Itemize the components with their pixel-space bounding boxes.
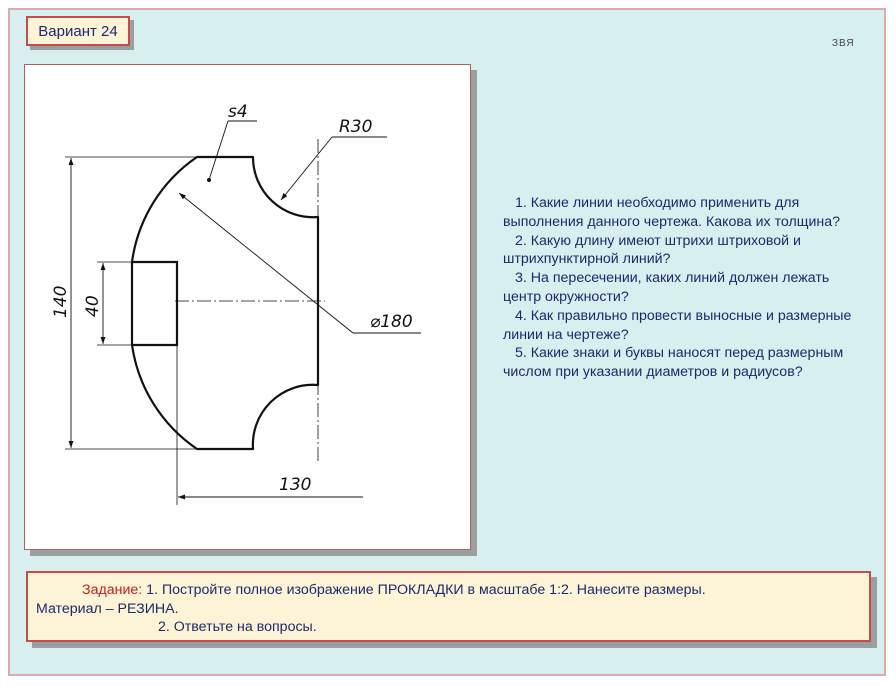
gasket-drawing: s4 R30 ⌀180 130 140 40 [51,102,421,505]
drawing-panel: s4 R30 ⌀180 130 140 40 [24,64,471,550]
task-box: Задание: 1. Постройте полное изображение… [26,571,871,642]
thickness-leader-dot [207,178,211,182]
question-item: 3. На пересечении, каких линий должен ле… [503,270,830,305]
variant-label: Вариант 24 [38,22,118,40]
thickness-label: s4 [228,102,248,122]
thickness-leader [208,120,229,181]
question-item: 4. Как правильно провести выносные и раз… [503,307,852,343]
question-item: 5. Какие знаки и буквы наносят перед раз… [503,345,844,381]
gasket-slot [132,260,179,347]
slot-label: 40 [83,295,103,317]
height-label: 140 [51,286,71,318]
task-line-1: Задание: 1. Постройте полное изображение… [36,581,861,600]
gasket-outline [130,155,320,451]
question-item: 1. Какие линии необходимо применить для … [503,195,840,230]
radius-leader [280,136,333,201]
diameter-label: ⌀180 [370,312,413,332]
task-text-1: 1. Постройте полное изображение ПРОКЛАДК… [142,582,706,598]
question-item: 2. Какую длину имеют штрихи штриховой и … [503,232,801,268]
task-line-3: 2. Ответьте на вопросы. [158,619,317,635]
task-line-2: Материал – РЕЗИНА. [36,600,179,617]
diameter-leader [178,192,354,334]
author-mark: ЗВЯ [832,38,855,49]
width-label: 130 [279,475,311,495]
radius-label: R30 [339,117,372,137]
questions-list: 1. Какие линии необходимо применить для … [503,194,863,382]
task-label: Задание: [82,582,143,598]
variant-badge: Вариант 24 [26,16,130,46]
